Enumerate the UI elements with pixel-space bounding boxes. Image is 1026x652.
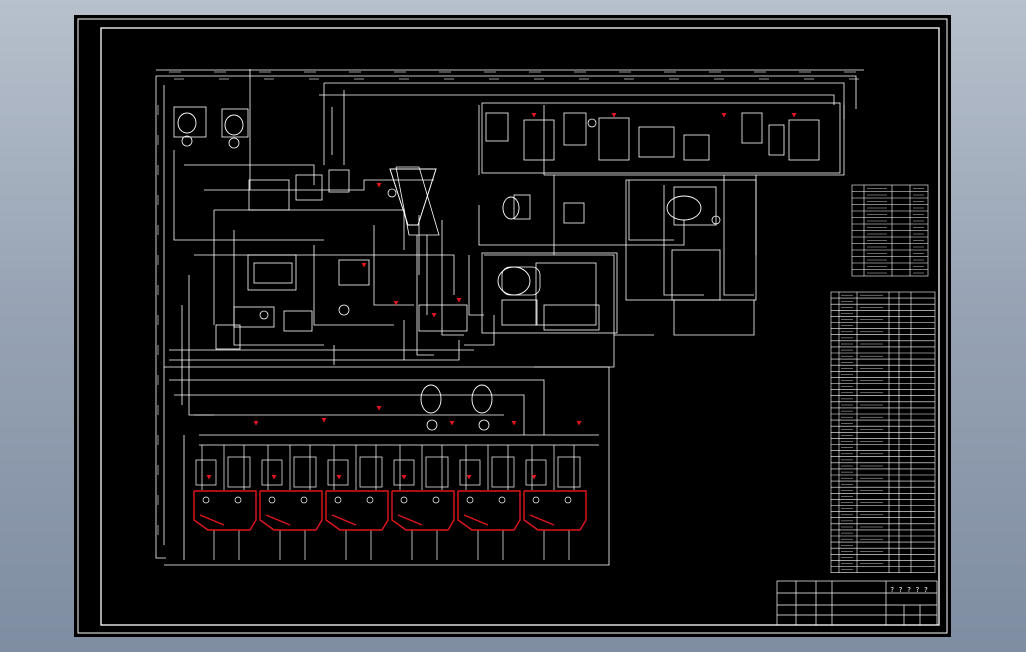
unit-outline: [391, 490, 455, 531]
drawing-sheet[interactable]: ? ? ? ? ?: [74, 15, 951, 637]
valve-marker: [431, 313, 437, 318]
left-equipment-group: [173, 106, 468, 350]
outer-frame: [77, 18, 948, 634]
valve-marker: [376, 183, 382, 188]
valve-marker: [611, 113, 617, 118]
valve-marker: [531, 475, 537, 480]
unit-outline: [193, 490, 257, 531]
settling-units: [195, 445, 581, 560]
valve-marker: [361, 263, 367, 268]
title-block: [776, 580, 938, 626]
legend-table: [851, 184, 929, 277]
drawing-number-code: ? ? ? ? ?: [890, 586, 928, 594]
unit-outline: [325, 490, 389, 531]
unit-outline: [457, 490, 521, 531]
valve-marker: [531, 113, 537, 118]
pipe-network: [155, 69, 864, 566]
valve-marker: [271, 475, 277, 480]
unit-outline: [523, 490, 587, 531]
tank-icon: [177, 112, 702, 414]
valve-marker: [721, 113, 727, 118]
valve-marker: [511, 421, 517, 426]
inner-border: [100, 27, 940, 626]
process-flow-diagram: ? ? ? ? ?: [77, 18, 948, 634]
valve-marker: [376, 406, 382, 411]
valve-marker: [576, 421, 582, 426]
valve-marker: [456, 298, 462, 303]
valve-marker: [321, 418, 327, 423]
valve-marker: [253, 421, 259, 426]
unit-outline: [259, 490, 323, 531]
valve-marker: [449, 421, 455, 426]
valve-marker: [336, 475, 342, 480]
valve-marker: [466, 475, 472, 480]
highlighted-units: [193, 490, 587, 531]
valve-marker: [791, 113, 797, 118]
annotation-marks: [157, 71, 859, 535]
valve-marker: [393, 301, 399, 306]
parts-list-table: [830, 291, 936, 573]
valve-marker: [206, 475, 212, 480]
mid-right-equipment-group: [481, 179, 757, 334]
hopper-icon: [389, 168, 437, 226]
valve-marker: [401, 475, 407, 480]
top-right-equipment-group: [481, 102, 841, 174]
pump-icon: [181, 118, 721, 431]
valve-icon: [206, 113, 797, 480]
